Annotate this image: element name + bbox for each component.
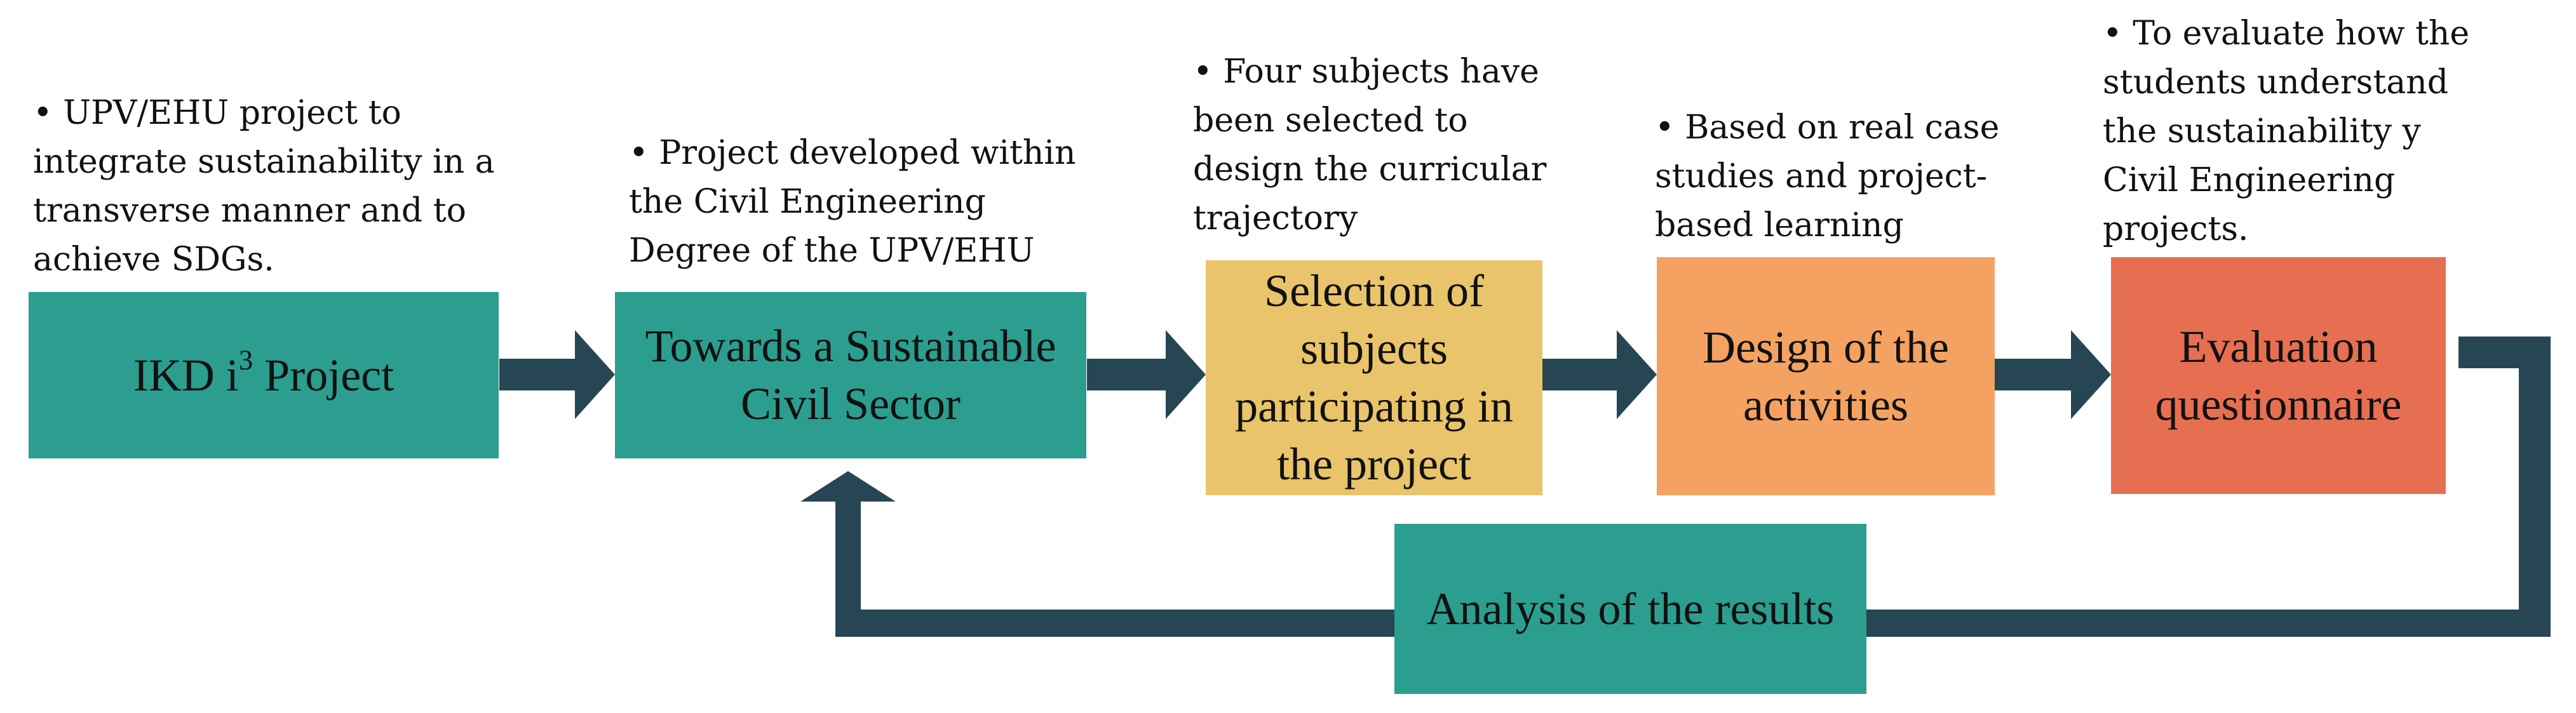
note-line: based learning xyxy=(1655,206,1904,244)
note-line: • Project developed within xyxy=(629,134,1076,172)
box-label-line: Analysis of the results xyxy=(1426,583,1835,634)
box-selection-of-subjects: Selection of subjects participating in t… xyxy=(1206,260,1542,495)
box-label-line: Towards a Sustainable xyxy=(645,321,1056,371)
box-label-line: Design of the xyxy=(1703,321,1949,373)
note-line: Civil Engineering xyxy=(2103,161,2396,199)
note-line: • Four subjects have xyxy=(1193,53,1539,91)
box-label-line: subjects xyxy=(1300,323,1448,374)
note-line: • Based on real case xyxy=(1655,109,2000,147)
arrow-2-to-3 xyxy=(1087,330,1206,419)
box-label-line: the project xyxy=(1277,439,1471,490)
arrow-1-to-2 xyxy=(499,330,615,419)
note-ikd-project: • UPV/EHU project to integrate sustainab… xyxy=(33,89,495,284)
note-line: students understand xyxy=(2103,63,2448,102)
note-line: been selected to xyxy=(1193,102,1468,140)
box-label-suffix: Project xyxy=(253,349,394,401)
arrow-4-to-5 xyxy=(1995,330,2111,419)
note-line: transverse manner and to xyxy=(33,192,466,230)
box-ikd-project: IKD i3 Project xyxy=(29,292,499,458)
box-evaluation-questionnaire: Evaluation questionnaire xyxy=(2111,257,2446,494)
box-label: IKD i3 Project xyxy=(133,345,394,404)
arrow-3-to-4 xyxy=(1542,330,1657,419)
note-line: projects. xyxy=(2103,210,2249,248)
box-label-superscript: 3 xyxy=(238,343,253,376)
note-line: achieve SDGs. xyxy=(33,241,274,279)
note-line: Degree of the UPV/EHU xyxy=(629,232,1035,270)
note-line: the Civil Engineering xyxy=(629,183,986,221)
note-design: • Based on real case studies and project… xyxy=(1655,103,1999,250)
note-line: • UPV/EHU project to xyxy=(33,94,401,132)
note-line: the sustainability y xyxy=(2103,112,2421,150)
box-label-line: participating in xyxy=(1235,381,1513,432)
note-line: integrate sustainability in a xyxy=(33,143,495,181)
box-design-activities: Design of the activities xyxy=(1657,257,1995,495)
note-line: • To evaluate how the xyxy=(2103,15,2470,53)
note-line: design the curricular xyxy=(1193,150,1547,189)
box-label-prefix: IKD i xyxy=(133,349,239,401)
note-line: studies and project- xyxy=(1655,157,1988,196)
box-sustainable-civil-sector: Towards a Sustainable Civil Sector xyxy=(615,292,1086,458)
box-label-line: questionnaire xyxy=(2155,378,2402,430)
note-line: trajectory xyxy=(1193,199,1358,237)
box-analysis-results: Analysis of the results xyxy=(1394,524,1866,694)
note-civil-sector: • Project developed within the Civil Eng… xyxy=(629,129,1076,276)
box-label-line: Selection of xyxy=(1264,265,1484,316)
box-label-line: Evaluation xyxy=(2179,321,2378,372)
note-selection: • Four subjects have been selected to de… xyxy=(1193,48,1546,243)
box-label-line: activities xyxy=(1743,379,1908,430)
note-evaluation: • To evaluate how the students understan… xyxy=(2103,10,2469,254)
box-label-line: Civil Sector xyxy=(741,378,961,429)
